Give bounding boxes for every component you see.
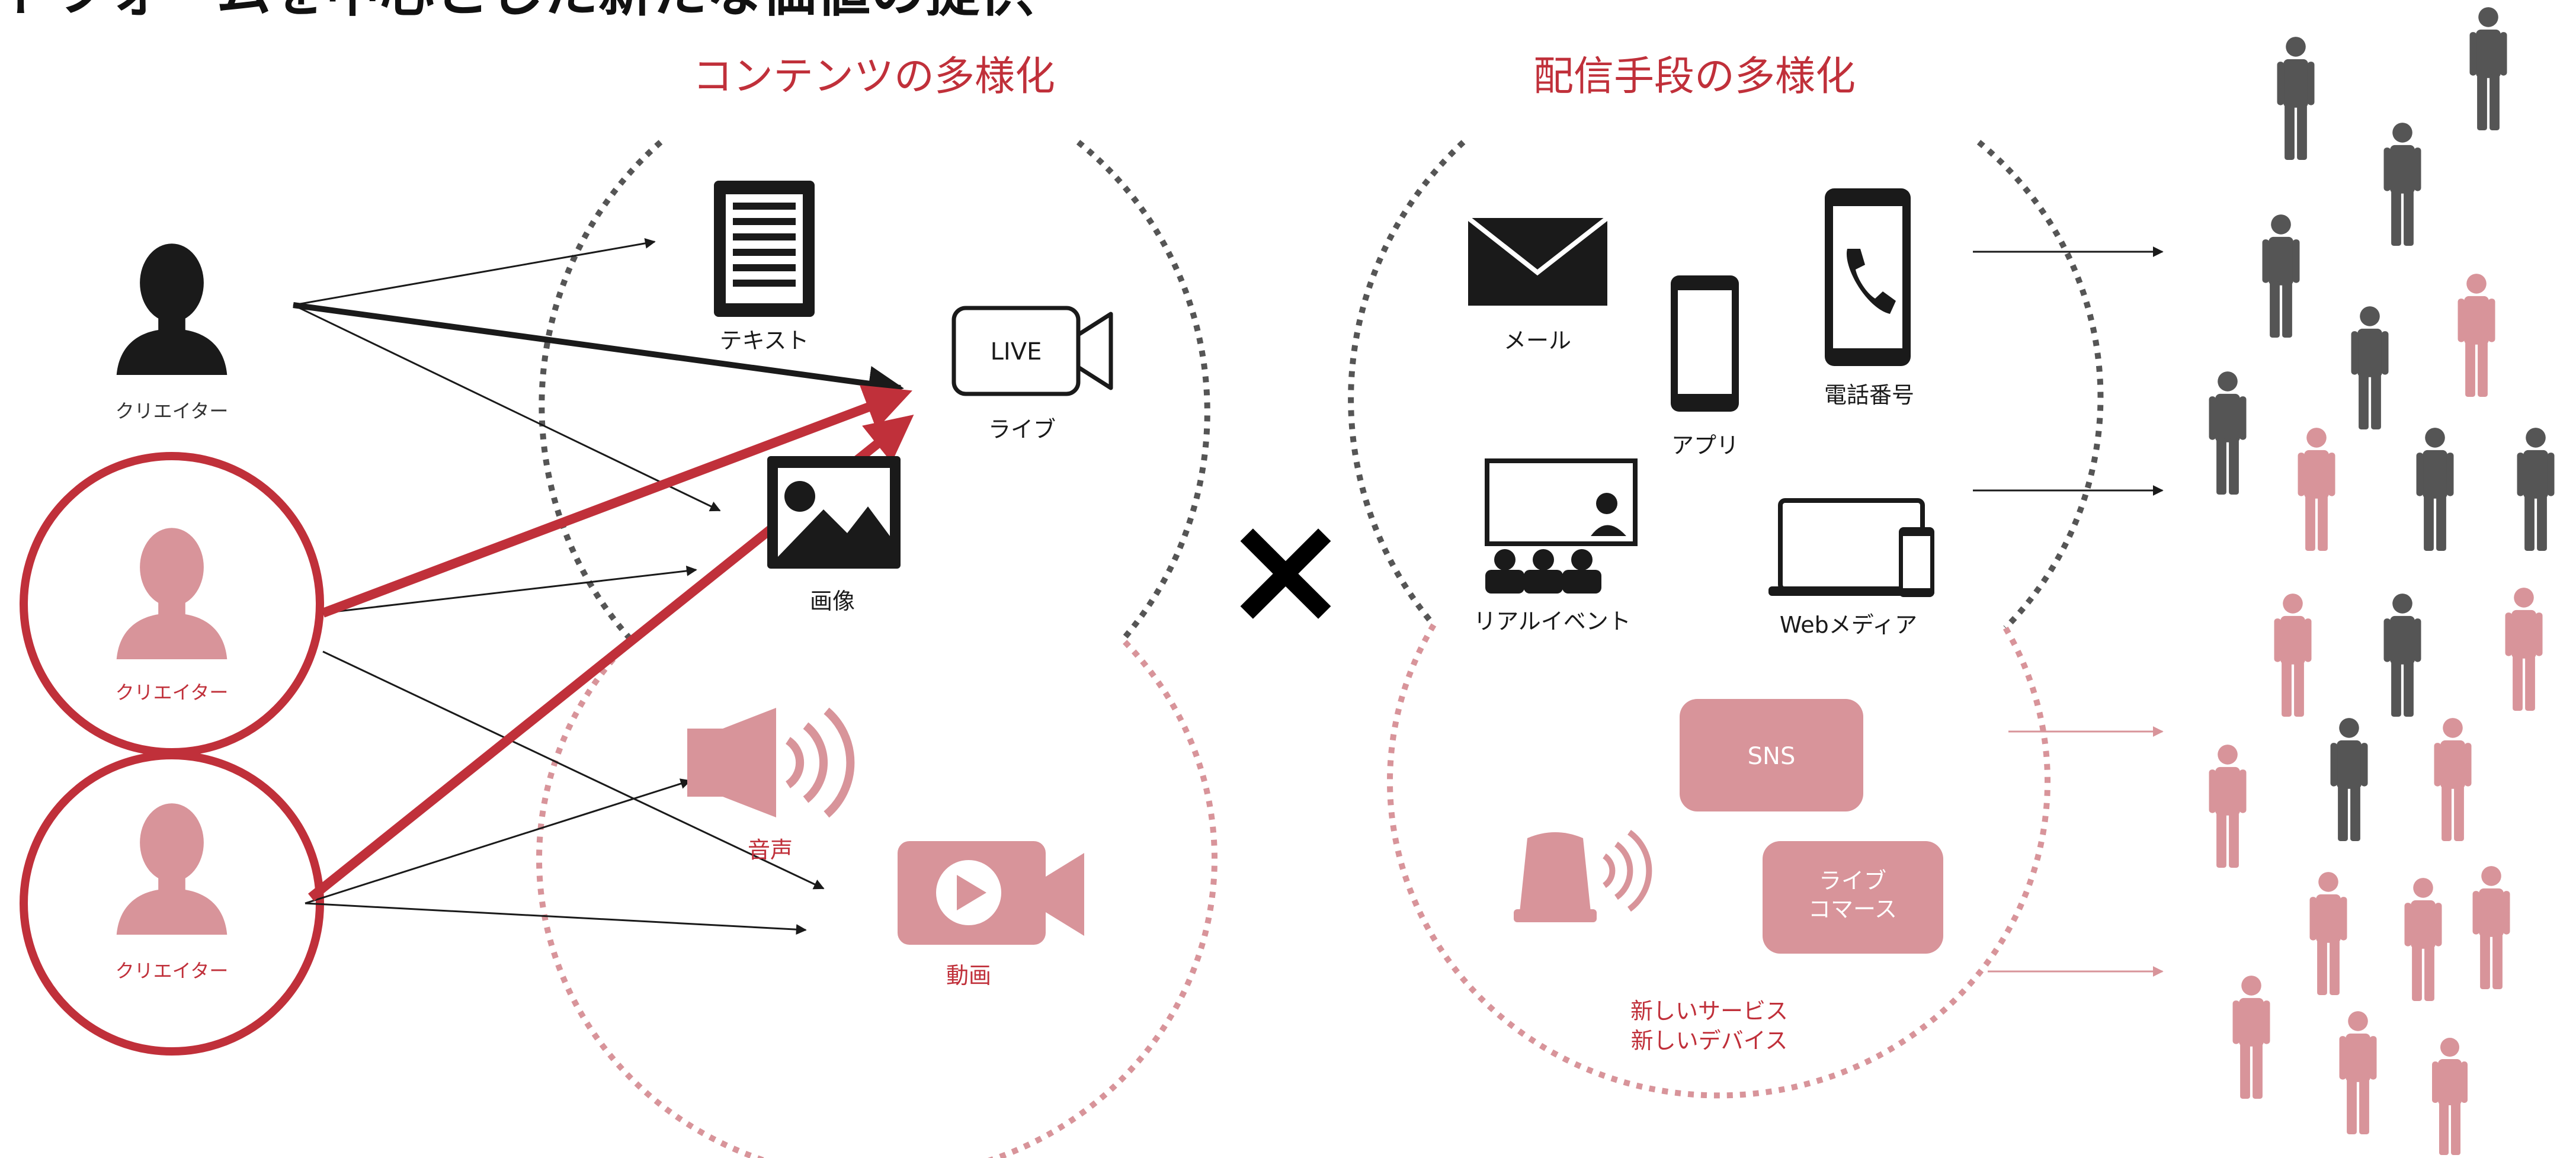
live-camera-icon (951, 306, 1113, 396)
video-camera-icon (898, 841, 1084, 945)
channel-web: Webメディア (1768, 498, 1934, 638)
bold-arrow-creator-2-to-live (321, 385, 912, 618)
audience (2209, 7, 2555, 1155)
creator-1: クリエイター (116, 243, 229, 422)
content-live: LIVE ライブ (951, 306, 1113, 442)
channel-device: 新しいサービス 新しいデバイス (1514, 829, 1788, 1054)
person-icon (2383, 123, 2421, 246)
image-icon (767, 456, 901, 569)
cross-symbol: × (1221, 480, 1350, 659)
content-video: 動画 (898, 841, 1084, 989)
heading-channels: 配信手段の多様化 (1533, 53, 1856, 100)
channels-bubble-top (1348, 140, 2104, 630)
channel-app: アプリ (1671, 275, 1739, 458)
channel-event: リアルイベント (1473, 458, 1638, 634)
channel-app-label: アプリ (1671, 432, 1739, 458)
thin-arrows (293, 238, 825, 935)
content-live-label: ライブ (988, 416, 1056, 442)
phone-call-icon (1825, 188, 1911, 366)
content-audio: 音声 (687, 707, 855, 863)
content-image: 画像 (767, 456, 901, 614)
person-icon (2277, 37, 2315, 160)
person-icon (2232, 976, 2270, 1099)
heading-contents: コンテンツの多様化 (693, 53, 1055, 100)
content-video-label: 動画 (946, 963, 991, 989)
channel-mail-label: メール (1504, 328, 1571, 354)
channel-event-label: リアルイベント (1473, 608, 1631, 634)
creator-3-label: クリエイター (116, 960, 229, 982)
person-icon (2505, 588, 2543, 711)
contents-bubble-bottom (536, 637, 1217, 1158)
person-icon (2472, 866, 2510, 989)
person-icon (2298, 428, 2335, 551)
creator-3-avatar-icon (116, 803, 228, 935)
speaker-icon (687, 707, 855, 818)
mail-icon (1466, 216, 1609, 306)
page-title: トフォームを中心とした新たな価値の提供 (0, 0, 1034, 24)
person-icon (2351, 306, 2389, 429)
person-icon (2309, 872, 2347, 995)
person-icon (2262, 214, 2300, 338)
contents-bubble-top (539, 140, 1210, 642)
person-icon (2469, 7, 2507, 130)
content-image-label: 画像 (810, 588, 855, 614)
new-service-label: 新しいサービス (1630, 998, 1788, 1024)
channel-web-label: Webメディア (1780, 612, 1917, 638)
content-text: テキスト (714, 181, 815, 354)
channel-sns: SNS (1680, 699, 1863, 811)
creator-1-label: クリエイター (116, 400, 229, 422)
person-icon (2404, 878, 2442, 1001)
creator-2-avatar-icon (116, 528, 228, 659)
channel-live-commerce: ライブ コマース (1763, 841, 1943, 954)
person-icon (2274, 594, 2312, 717)
channel-live-commerce-label-1: ライブ (1819, 868, 1886, 894)
live-badge: LIVE (991, 338, 1042, 365)
smartphone-icon (1671, 275, 1739, 412)
content-text-label: テキスト (720, 328, 809, 354)
laptop-icon (1768, 498, 1934, 597)
person-icon (2458, 274, 2495, 397)
person-icon (2209, 371, 2247, 495)
content-audio-label: 音声 (748, 837, 793, 863)
creator-2: クリエイター (20, 452, 324, 756)
channel-phone-label: 電話番号 (1824, 382, 1914, 408)
bold-arrow-creator-1-to-live (293, 302, 904, 402)
person-icon (2209, 745, 2247, 868)
channel-mail: メール (1466, 216, 1609, 354)
person-icon (2339, 1011, 2377, 1134)
new-device-label: 新しいデバイス (1631, 1028, 1788, 1054)
presentation-icon (1485, 458, 1638, 594)
creator-3: クリエイター (20, 751, 324, 1056)
document-icon (714, 181, 815, 317)
output-arrows (1973, 246, 2164, 977)
channel-sns-label: SNS (1748, 743, 1796, 770)
person-icon (2432, 1038, 2468, 1155)
channels-bubble-bottom (1387, 623, 2050, 1099)
person-icon (2330, 718, 2368, 841)
person-icon (2416, 428, 2454, 551)
smart-speaker-icon (1514, 829, 1652, 922)
person-icon (2434, 718, 2472, 841)
channel-phone: 電話番号 (1824, 188, 1914, 408)
creator-2-label: クリエイター (116, 681, 229, 704)
channel-live-commerce-label-2: コマース (1808, 896, 1897, 922)
person-icon (2383, 594, 2421, 717)
creator-1-avatar-icon (116, 243, 228, 375)
person-icon (2517, 428, 2555, 551)
